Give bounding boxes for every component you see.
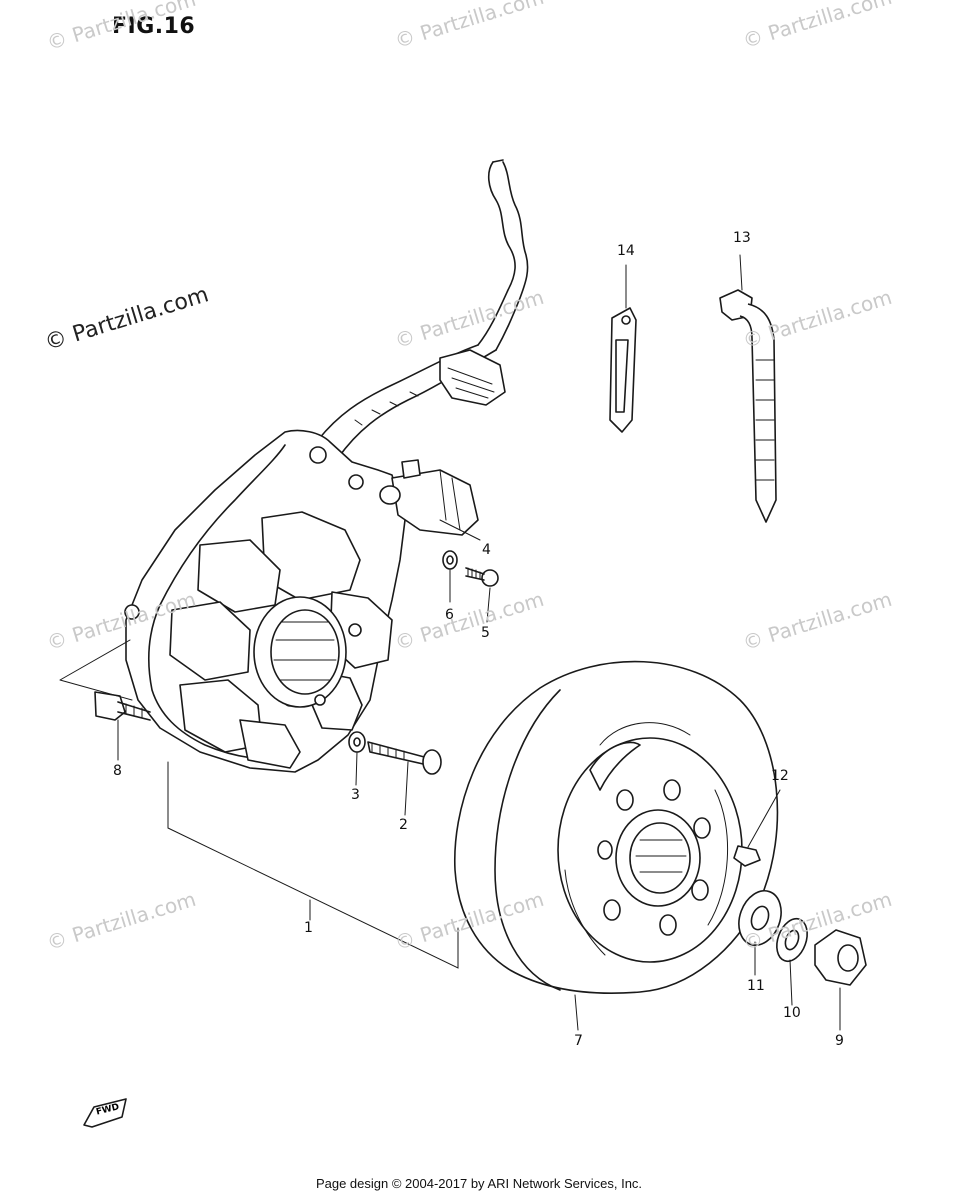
wire-harness [317,159,529,459]
callout-13: 13 [733,230,751,246]
fwd-arrow [83,1098,127,1128]
washer-3 [348,731,366,753]
callout-4: 4 [482,542,491,558]
callout-6: 6 [445,607,454,623]
bolt-2 [367,741,442,775]
callout-10: 10 [783,1005,801,1021]
callout-5: 5 [481,625,490,641]
nut-9 [814,929,867,986]
page-footer: Page design © 2004-2017 by ARI Network S… [315,1176,643,1191]
callout-2: 2 [399,817,408,833]
clamp-14 [609,307,637,433]
washer-6 [442,550,458,570]
callout-3: 3 [351,787,360,803]
pickup-coil [379,459,479,536]
leader-lines [59,254,841,1031]
callout-1: 1 [304,920,313,936]
callout-9: 9 [835,1033,844,1049]
woodruff-key [733,845,761,867]
stator-assembly [124,429,406,773]
callout-14: 14 [617,243,635,259]
callout-7: 7 [574,1033,583,1049]
screw-5 [465,567,499,587]
figure-title: FIG.16 [112,14,196,39]
washer-11 [738,890,782,946]
callout-8: 8 [113,763,122,779]
callout-11: 11 [747,978,765,994]
cable-tie-13 [719,289,777,523]
flywheel-rotor [453,660,779,994]
washer-10 [776,917,808,963]
callout-12: 12 [771,768,789,784]
